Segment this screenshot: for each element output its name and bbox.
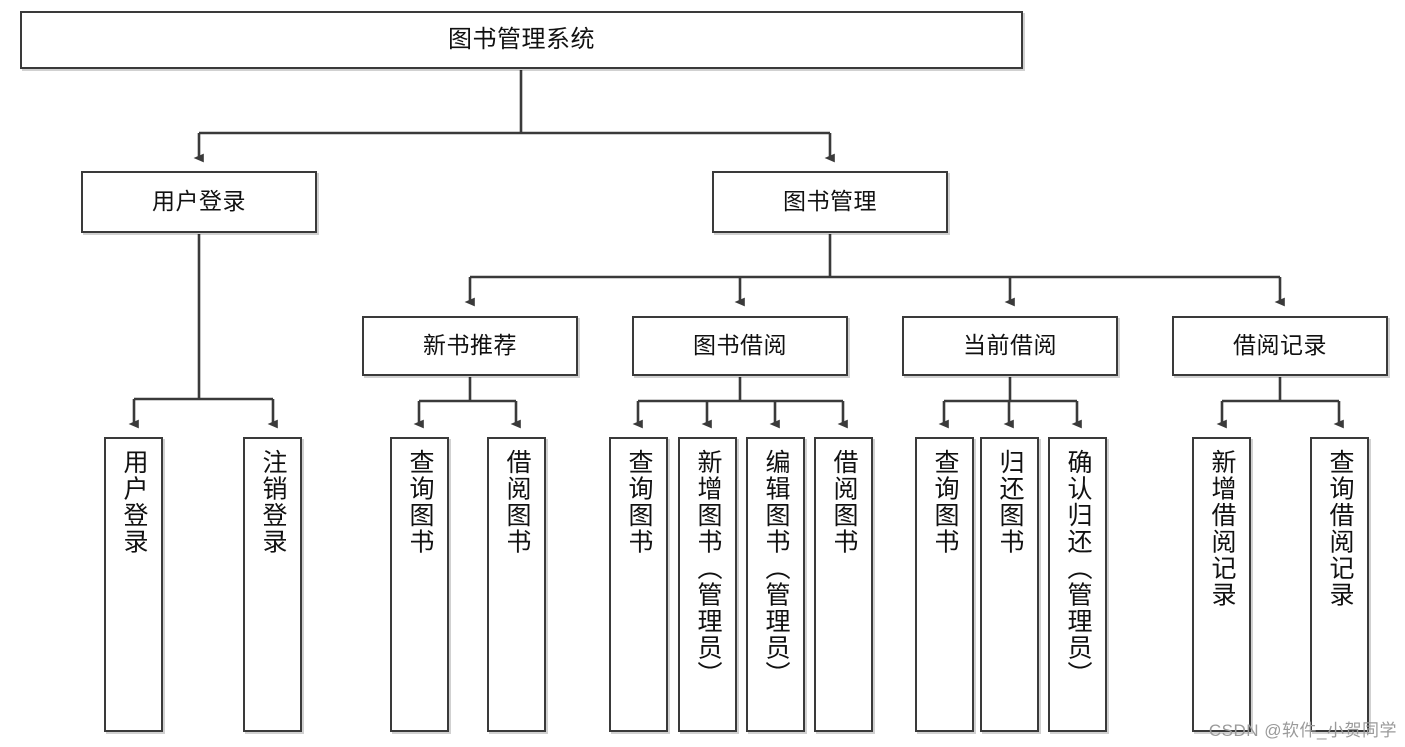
edges-bookmanage-to-level2 bbox=[464, 234, 1285, 307]
leaf-borrow-record-0[interactable]: 新增借阅记录 bbox=[1192, 437, 1251, 732]
node-label: 查询图书 bbox=[406, 449, 434, 555]
leaf-book-borrow-3[interactable]: 借阅图书 bbox=[814, 437, 873, 732]
node-label: 用户登录 bbox=[152, 188, 246, 215]
node-borrow-record[interactable]: 借阅记录 bbox=[1172, 316, 1388, 376]
node-label: 图书管理 bbox=[783, 188, 877, 215]
node-label: 查询图书 bbox=[931, 449, 959, 555]
node-label: 借阅图书 bbox=[503, 449, 531, 555]
node-label: 新增借阅记录 bbox=[1208, 449, 1236, 608]
leaf-current-borrow-2[interactable]: 确认归还（管理员） bbox=[1048, 437, 1107, 732]
node-label: 确认归还（管理员） bbox=[1064, 449, 1092, 688]
edges-currentborrow-to-leaves bbox=[938, 377, 1082, 429]
node-user-login[interactable]: 用户登录 bbox=[81, 171, 317, 233]
node-label: 图书管理系统 bbox=[448, 25, 595, 53]
edges-newbook-to-leaves bbox=[413, 377, 521, 429]
node-root-system[interactable]: 图书管理系统 bbox=[20, 11, 1023, 69]
node-book-manage[interactable]: 图书管理 bbox=[712, 171, 948, 233]
leaf-book-borrow-0[interactable]: 查询图书 bbox=[609, 437, 668, 732]
node-label: 编辑图书（管理员） bbox=[762, 449, 790, 688]
leaf-new-book-recommend-0[interactable]: 查询图书 bbox=[390, 437, 449, 732]
node-book-borrow[interactable]: 图书借阅 bbox=[632, 316, 848, 376]
node-label: 新增图书（管理员） bbox=[694, 449, 722, 688]
leaf-book-borrow-2[interactable]: 编辑图书（管理员） bbox=[746, 437, 805, 732]
edges-bookborrow-to-leaves bbox=[632, 377, 848, 429]
node-label: 用户登录 bbox=[120, 449, 148, 555]
node-current-borrow[interactable]: 当前借阅 bbox=[902, 316, 1118, 376]
leaf-borrow-record-1[interactable]: 查询借阅记录 bbox=[1310, 437, 1369, 732]
edges-root-to-level1 bbox=[193, 70, 835, 163]
node-label: 注销登录 bbox=[259, 449, 287, 555]
node-label: 图书借阅 bbox=[693, 332, 787, 359]
leaf-current-borrow-1[interactable]: 归还图书 bbox=[980, 437, 1039, 732]
node-label: 查询图书 bbox=[625, 449, 653, 555]
node-label: 当前借阅 bbox=[963, 332, 1057, 359]
node-label: 借阅记录 bbox=[1233, 332, 1327, 359]
node-new-book-recommend[interactable]: 新书推荐 bbox=[362, 316, 578, 376]
leaf-current-borrow-0[interactable]: 查询图书 bbox=[915, 437, 974, 732]
node-label: 新书推荐 bbox=[423, 332, 517, 359]
edges-borrowrecord-to-leaves bbox=[1216, 377, 1344, 429]
leaf-user-login-1[interactable]: 注销登录 bbox=[243, 437, 302, 732]
edges-userlogin-to-leaves bbox=[128, 234, 278, 429]
node-label: 借阅图书 bbox=[830, 449, 858, 555]
node-label: 查询借阅记录 bbox=[1326, 449, 1354, 608]
leaf-user-login-0[interactable]: 用户登录 bbox=[104, 437, 163, 732]
leaf-new-book-recommend-1[interactable]: 借阅图书 bbox=[487, 437, 546, 732]
node-label: 归还图书 bbox=[996, 449, 1024, 555]
leaf-book-borrow-1[interactable]: 新增图书（管理员） bbox=[678, 437, 737, 732]
